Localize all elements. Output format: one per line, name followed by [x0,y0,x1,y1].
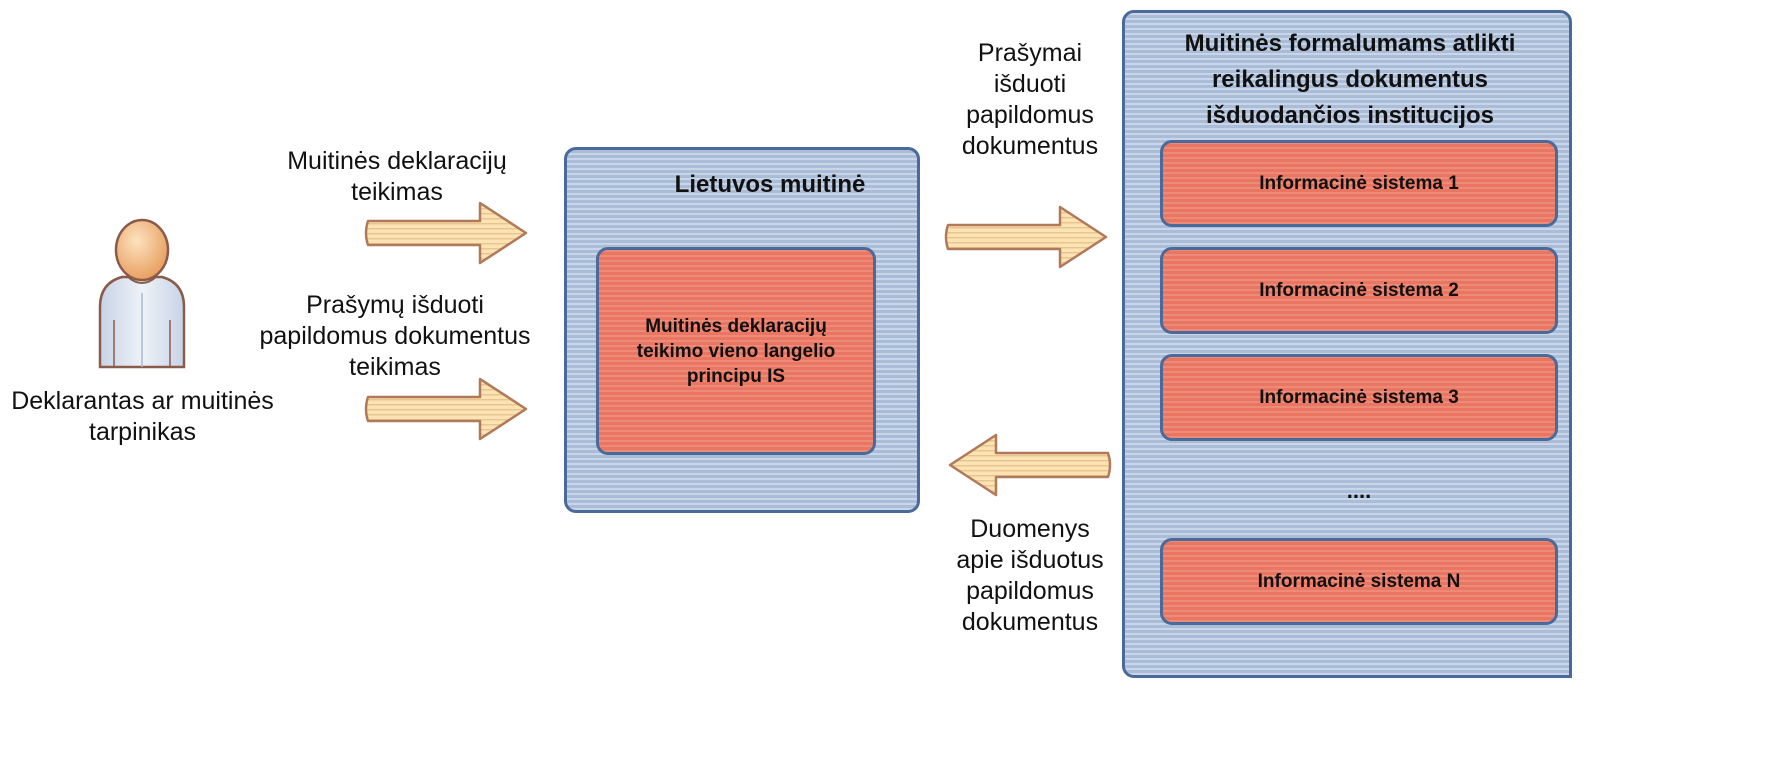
information-system-1-box: Informacinė sistema 1 [1160,140,1558,227]
information-system-3-label: Informacinė sistema 3 [1259,386,1459,408]
outgoing-flow-label-line4: dokumentus [961,132,1099,160]
declarations-flow-label-line2: teikimas [351,178,443,206]
declarations-arrow-right [364,201,528,265]
incoming-flow-label-line2: apie išduotus [956,546,1104,574]
information-system-n-label: Informacinė sistema N [1257,570,1461,592]
institutions-title-line1: Muitinės formalumams atlikti [1184,30,1516,57]
institutions-panel-title: Muitinės formalumams atlikti reikalingus… [1130,26,1570,134]
actor-label-line2: tarpinikas [89,418,196,446]
incoming-flow-label-line4: dokumentus [961,608,1099,636]
institutions-title-line2: reikalingus dokumentus [1211,66,1489,93]
single-window-system-box: Muitinės deklaracijų teikimo vieno lange… [596,247,876,455]
actor-label: Deklarantas ar muitinės tarpinikas [0,386,285,448]
single-window-system-line3: principu IS [686,365,786,387]
information-system-3-box: Informacinė sistema 3 [1160,354,1558,441]
systems-ellipsis: .... [1346,478,1372,503]
information-system-1-label: Informacinė sistema 1 [1259,172,1459,194]
customs-panel-title: Lietuvos muitinė [674,171,866,198]
declarations-flow-label: Muitinės deklaracijų teikimas [262,146,532,208]
incoming-arrow-left [948,433,1112,497]
outgoing-flow-label-line1: Prašymai [977,39,1083,67]
requests-flow-label-line3: teikimas [349,353,441,381]
outgoing-flow-label-line2: išduoti [993,70,1067,98]
incoming-flow-label-line3: papildomus [966,577,1094,605]
outgoing-arrow-right [944,205,1108,269]
single-window-system-label: Muitinės deklaracijų teikimo vieno lange… [637,314,836,389]
information-system-n-box: Informacinė sistema N [1160,538,1558,625]
person-icon [98,218,186,369]
single-window-system-line1: Muitinės deklaracijų [645,315,827,337]
single-window-system-line2: teikimo vieno langelio [636,340,836,362]
requests-flow-label: Prašymų išduoti papildomus dokumentus te… [250,290,540,383]
institutions-title-line3: išduodančios institucijos [1205,102,1495,129]
requests-flow-label-line2: papildomus dokumentus [259,322,531,350]
requests-flow-label-line1: Prašymų išduoti [306,291,484,319]
actor-label-line1: Deklarantas ar muitinės [11,387,274,415]
incoming-flow-label-line1: Duomenys [970,515,1090,543]
outgoing-flow-label-line3: papildomus [966,101,1094,129]
declarations-flow-label-line1: Muitinės deklaracijų [287,147,507,175]
information-system-2-label: Informacinė sistema 2 [1259,279,1459,301]
information-system-2-box: Informacinė sistema 2 [1160,247,1558,334]
outgoing-flow-label: Prašymai išduoti papildomus dokumentus [935,38,1125,162]
incoming-flow-label: Duomenys apie išduotus papildomus dokume… [935,514,1125,638]
requests-arrow-right [364,377,528,441]
